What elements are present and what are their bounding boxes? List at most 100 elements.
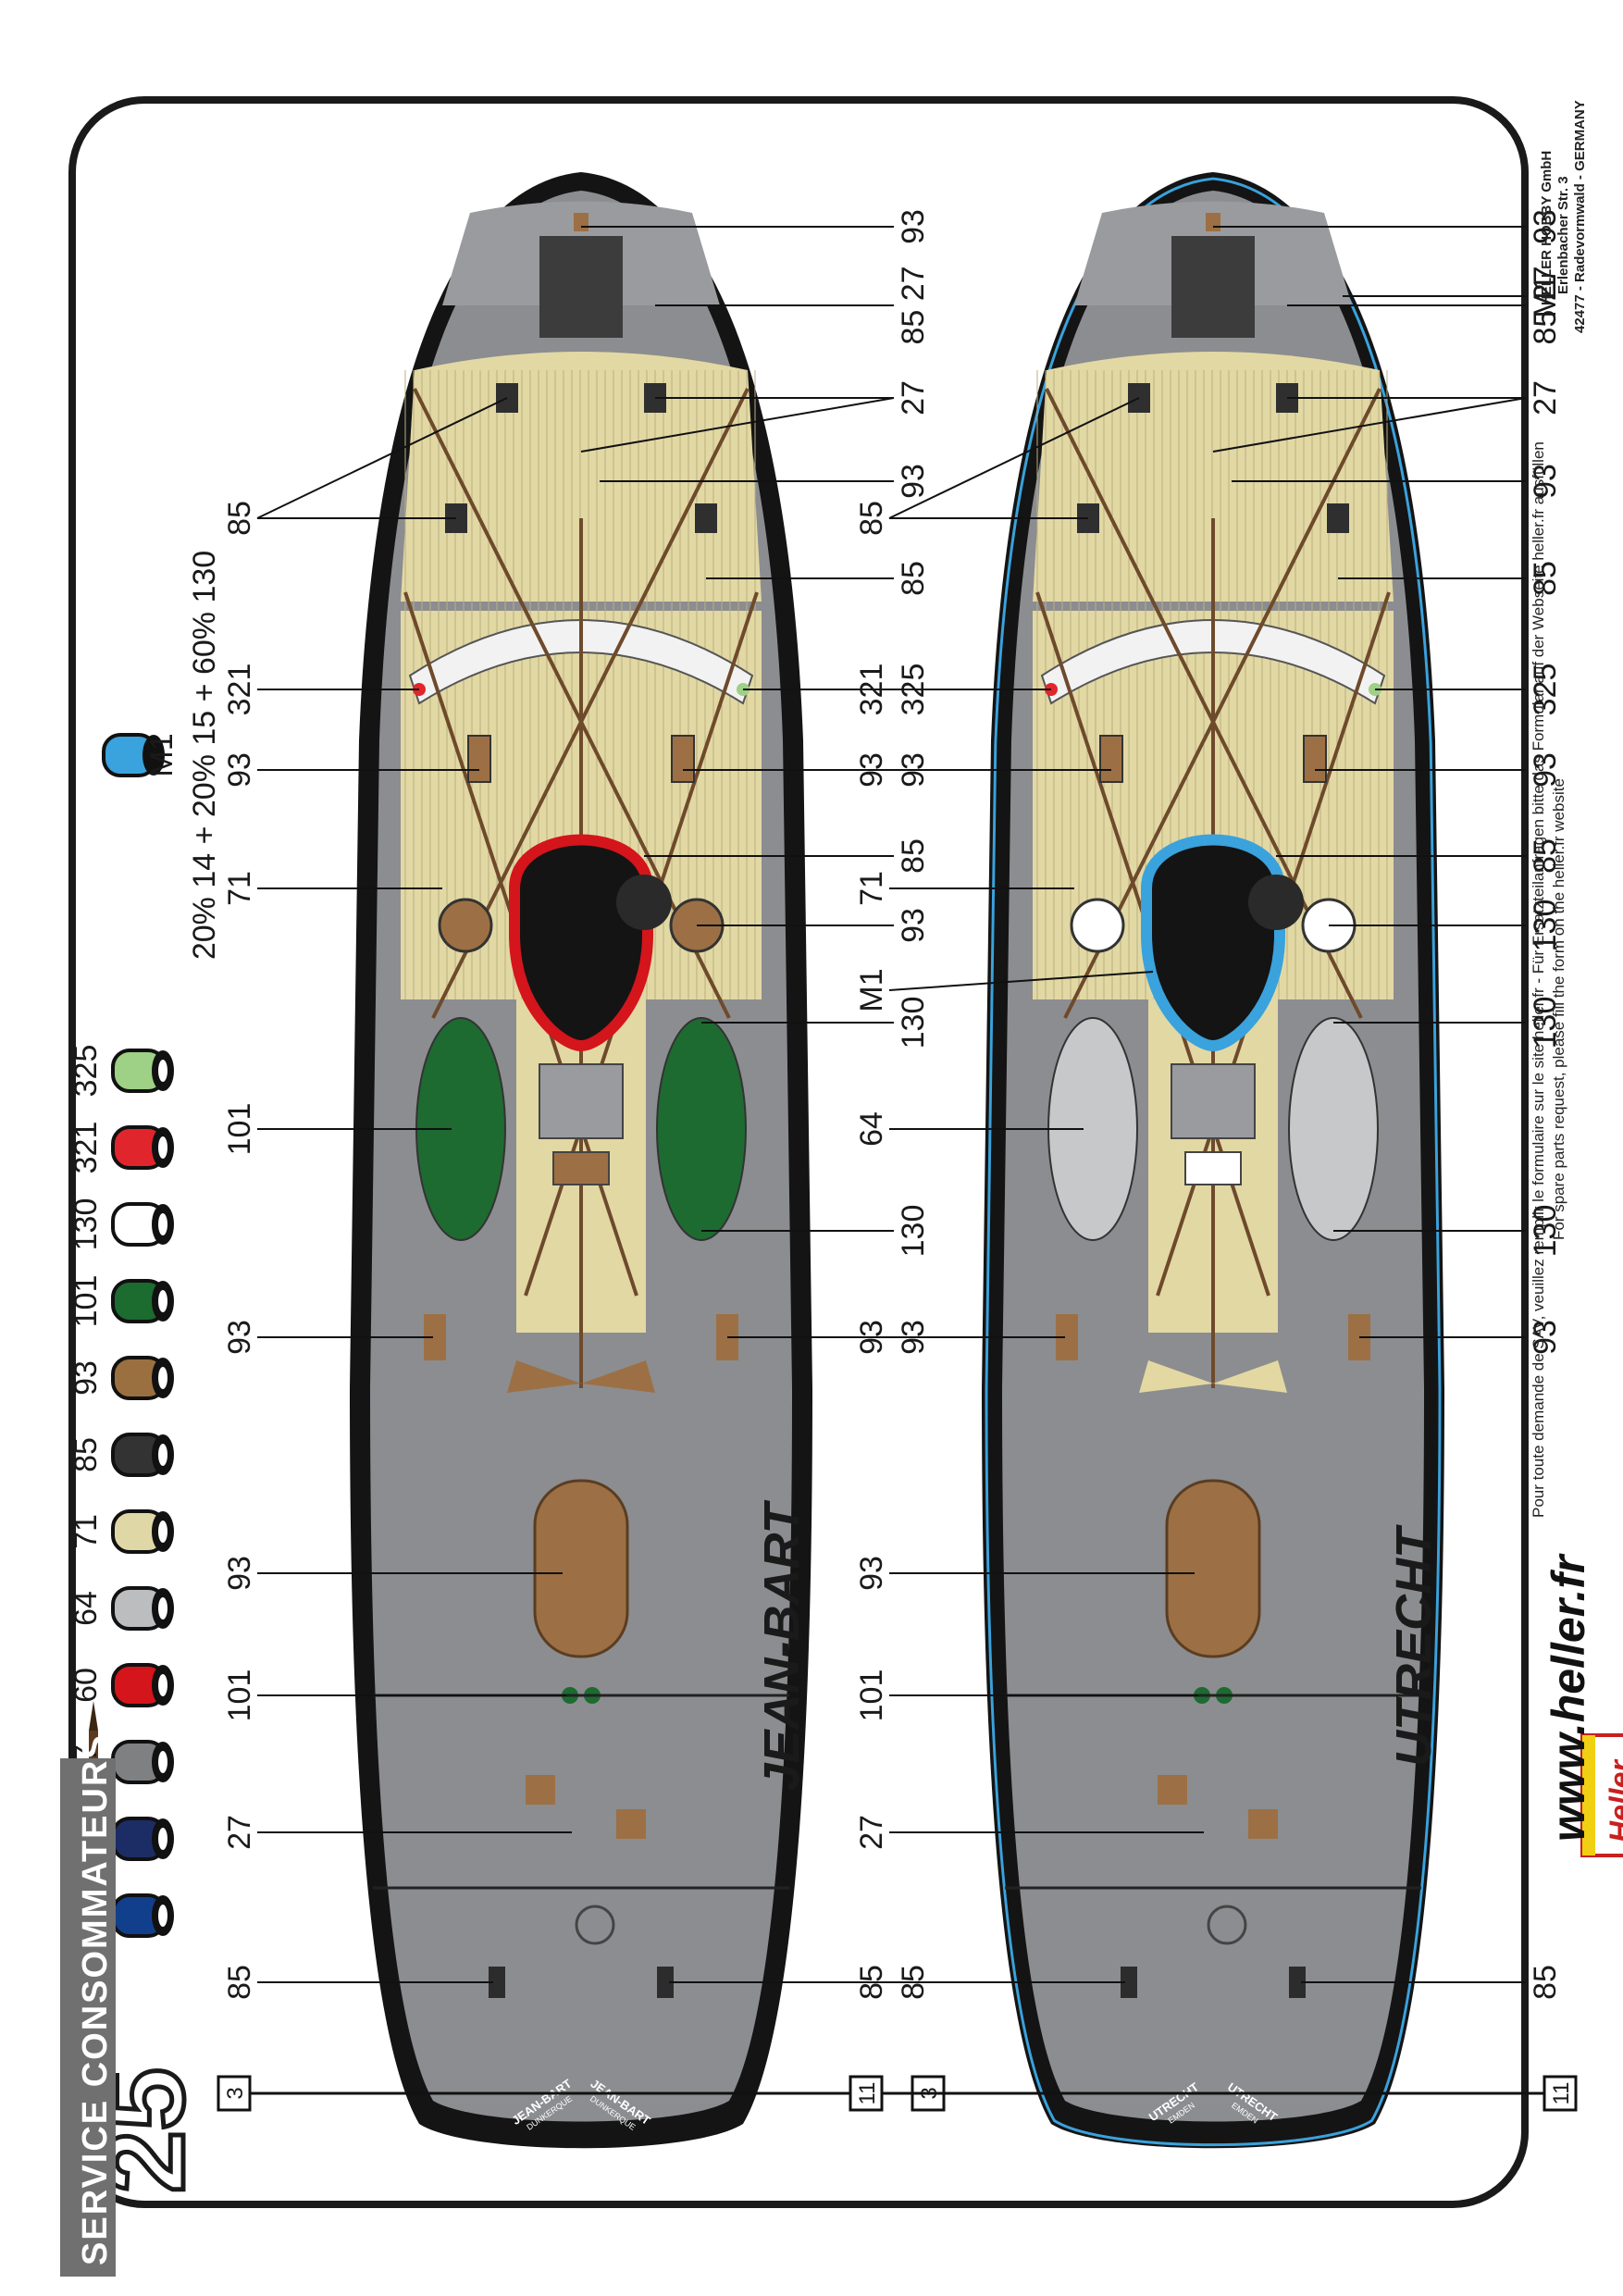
mix-code: M1 bbox=[144, 733, 180, 776]
callout-left-deck_27-group: 27 bbox=[222, 1815, 257, 1850]
swatch-lid-shine bbox=[158, 1751, 167, 1773]
ladder bbox=[1099, 735, 1123, 783]
callout-funnel-group: M1 bbox=[854, 968, 889, 1011]
propeller bbox=[507, 1360, 655, 1393]
callout-left-rail_93-group: 93 bbox=[222, 752, 257, 788]
swatch-lid-shine bbox=[158, 1597, 167, 1620]
hull-stripe bbox=[985, 177, 1442, 2147]
capstan bbox=[575, 1905, 615, 1945]
swatch-code-101: 101 bbox=[68, 1275, 104, 1328]
profile-box-number-group: 11 bbox=[1549, 2082, 1574, 2105]
swatch-lid bbox=[142, 735, 165, 776]
swatch-code-60-group: 60 bbox=[68, 1668, 104, 1703]
callout-left-ladder_93: 93 bbox=[222, 1320, 257, 1355]
swatch-code-321-group: 321 bbox=[68, 1122, 104, 1174]
swatch-lid-shine bbox=[158, 1060, 167, 1082]
callout-left-light_321-group: 321 bbox=[222, 664, 257, 716]
ship-name: UTRECHT bbox=[1386, 1524, 1442, 1767]
swatch-code-93-group: 93 bbox=[68, 1360, 104, 1396]
swatch-lid-shine bbox=[158, 1367, 167, 1389]
callout-left-vent_101-group: 101 bbox=[222, 1669, 257, 1722]
callout-left-hatch_93: 93 bbox=[854, 1556, 889, 1591]
callout-left-plank_71: 71 bbox=[854, 871, 889, 906]
callout-left-ladder_93-group: 93 bbox=[222, 1320, 257, 1355]
callout-left-light_321: 321 bbox=[222, 664, 257, 716]
callout-left-stern_85: 85 bbox=[854, 1965, 889, 2000]
swatch-code-130-group: 130 bbox=[68, 1198, 104, 1251]
swatch-85: 85 bbox=[68, 1433, 174, 1477]
callout-left-boat_101-group: 101 bbox=[222, 1103, 257, 1156]
leader-line bbox=[580, 397, 895, 453]
swatch-code-321: 321 bbox=[68, 1122, 104, 1174]
deck-vent bbox=[1327, 503, 1349, 533]
profile-box-number-group: 11 bbox=[855, 2082, 880, 2105]
brand-text: Heller bbox=[1604, 1759, 1623, 1843]
callout-right-bow_93: 93 bbox=[1528, 209, 1563, 244]
callout-right-bar_27-group: 27 bbox=[1528, 380, 1563, 416]
callout-right-ring_93-group: 93 bbox=[896, 908, 931, 943]
capstan bbox=[1207, 1905, 1247, 1945]
callout-right-cap_93-group: 93 bbox=[1528, 464, 1563, 499]
aft-hatch bbox=[1165, 1479, 1261, 1658]
callout-right-vent_85-group: 85 bbox=[1528, 561, 1563, 596]
callout-right-rail_93: 93 bbox=[1528, 752, 1563, 788]
callout-left-boat_101-group: 64 bbox=[854, 1111, 889, 1147]
swatch-code-325-group: 325 bbox=[68, 1045, 104, 1098]
mix-formula: 20% 14 + 20% 15 + 60% 130 bbox=[187, 551, 222, 960]
callout-right-bar_27-group: 27 bbox=[896, 380, 931, 416]
service-note-fr-de: Pour toute demande de SAV, veuillez remp… bbox=[1530, 441, 1547, 1518]
callout-right-rail_93-group: 93 bbox=[1528, 752, 1563, 788]
callout-left-light_321: 321 bbox=[854, 664, 889, 716]
callout-right-ladder_93-group: 93 bbox=[1528, 1320, 1563, 1355]
callout-right-boat_130b: 130 bbox=[1528, 997, 1563, 1049]
stern-vent bbox=[489, 1967, 505, 1998]
anchor-winch bbox=[1171, 236, 1255, 338]
propeller bbox=[1139, 1360, 1287, 1393]
callout-right-cap_93-group: 93 bbox=[896, 464, 931, 499]
ship-name-group: UTRECHT bbox=[1386, 1524, 1442, 1767]
callout-right-light_325: 325 bbox=[1528, 664, 1563, 716]
page-frame bbox=[68, 96, 1529, 2208]
swatch-lid-shine bbox=[158, 1520, 167, 1543]
swatch-code-130: 130 bbox=[68, 1198, 104, 1251]
swatch-code-85: 85 bbox=[68, 1437, 104, 1472]
funnel bbox=[1141, 834, 1285, 1052]
callout-funnel: M1 bbox=[854, 968, 889, 1011]
callout-right-boat_130b: 130 bbox=[896, 997, 931, 1049]
callout-left-deck_27: 27 bbox=[854, 1815, 889, 1850]
leader-line bbox=[256, 397, 508, 519]
website-link[interactable]: www.heller.fr bbox=[1542, 1553, 1594, 1842]
callout-left-deck_27: 27 bbox=[222, 1815, 257, 1850]
address-line-3: 42477 - Radevormwald - GERMANY bbox=[1572, 100, 1588, 333]
callout-left-vent_101-group: 101 bbox=[854, 1669, 889, 1722]
swatch-code-60: 60 bbox=[68, 1668, 104, 1703]
callout-left-stern_85-group: 85 bbox=[222, 1965, 257, 2000]
address-line-2: Erlenbacher Str. 3 bbox=[1555, 176, 1571, 294]
callout-right-stern_85: 85 bbox=[1528, 1965, 1563, 2000]
callout-left-light_321-group: 321 bbox=[854, 664, 889, 716]
callout-right-light_325-group: 325 bbox=[1528, 664, 1563, 716]
callout-left-vent_101: 101 bbox=[222, 1669, 257, 1722]
callout-left-vent_85-group: 85 bbox=[854, 501, 889, 536]
callout-right-bow_93: 93 bbox=[896, 209, 931, 244]
deck-vent bbox=[695, 503, 717, 533]
callout-right-boat_130b-group: 130 bbox=[896, 997, 931, 1049]
profile-box-number-group: 3 bbox=[223, 2087, 248, 2099]
callout-right-funnel_85-group: 85 bbox=[1528, 838, 1563, 874]
callout-right-funnel_85: 85 bbox=[896, 838, 931, 874]
swatch-lid-shine bbox=[158, 1828, 167, 1850]
callout-right-boat_130b-group: 130 bbox=[1528, 997, 1563, 1049]
heller-logo: Heller bbox=[1580, 1733, 1623, 1857]
callout-right-bow_85_27: 85 27 bbox=[896, 266, 931, 344]
funnel-vent bbox=[1248, 875, 1304, 930]
callout-left-stern_85: 85 bbox=[222, 1965, 257, 2000]
swatch-lid-shine bbox=[158, 1290, 167, 1312]
ring-left bbox=[438, 898, 493, 953]
swatch-lid-shine bbox=[158, 1905, 167, 1927]
callout-right-boat_130a: 130 bbox=[1528, 1205, 1563, 1258]
aft-hatch bbox=[533, 1479, 629, 1658]
stern-vent bbox=[657, 1967, 674, 1998]
